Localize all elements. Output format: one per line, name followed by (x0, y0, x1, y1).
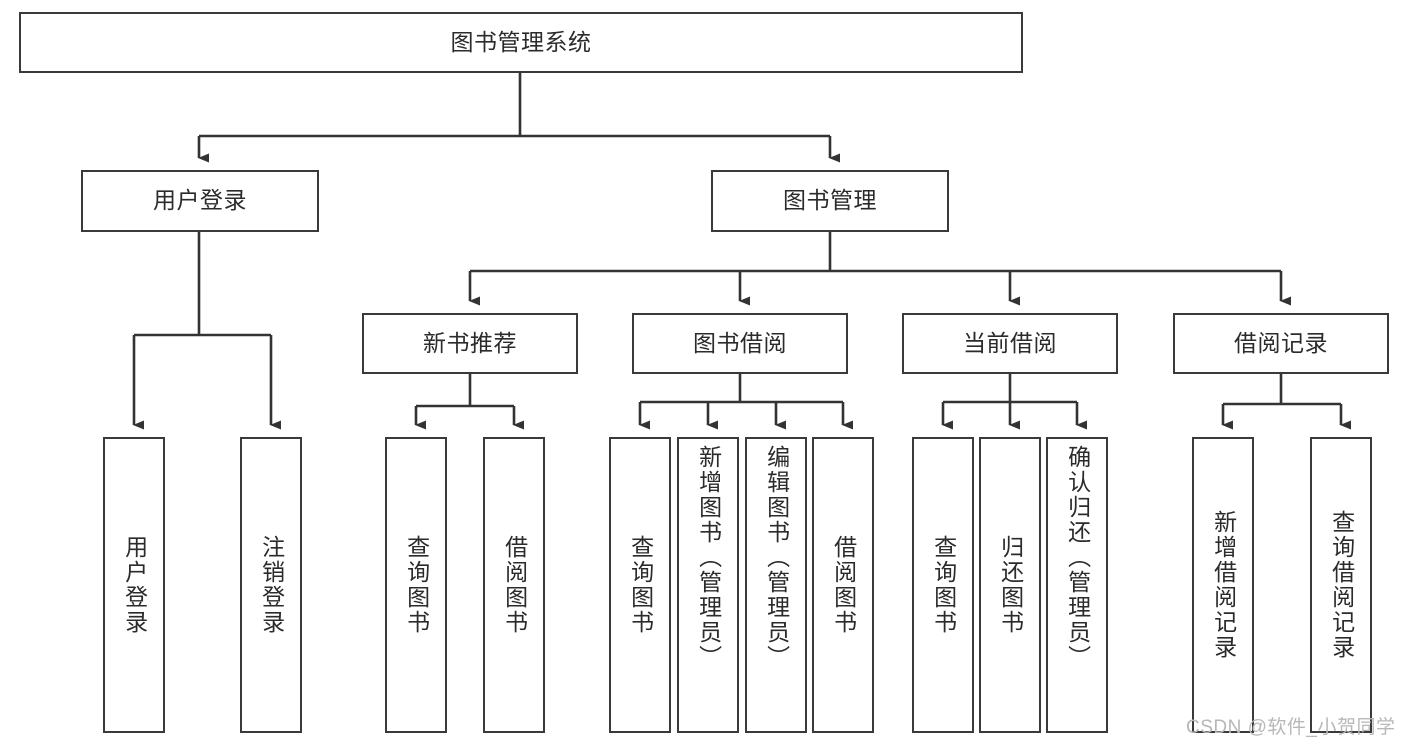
node-current-borrow-label: 当前借阅 (963, 329, 1057, 356)
leaf-logout-label: 注销登录 (258, 535, 285, 635)
leaf-user-login[interactable]: 用户登录 (103, 437, 165, 733)
node-borrow-record-label: 借阅记录 (1234, 329, 1328, 356)
leaf-query-record-label: 查询借阅记录 (1328, 510, 1355, 660)
leaf-logout[interactable]: 注销登录 (240, 437, 302, 733)
leaf-add-record-label: 新增借阅记录 (1210, 510, 1237, 660)
leaf-query-books-1[interactable]: 查询图书 (385, 437, 447, 733)
leaf-borrow-books-2-label: 借阅图书 (830, 535, 857, 635)
leaf-query-books-3[interactable]: 查询图书 (912, 437, 974, 733)
node-user-login-label: 用户登录 (153, 187, 247, 214)
leaf-query-books-2[interactable]: 查询图书 (609, 437, 671, 733)
node-root-label: 图书管理系统 (450, 28, 592, 55)
leaf-edit-book-label: 编辑图书（管理员） (763, 445, 790, 670)
node-book-borrow-label: 图书借阅 (693, 329, 787, 356)
node-current-borrow[interactable]: 当前借阅 (902, 313, 1118, 374)
leaf-edit-book[interactable]: 编辑图书（管理员） (745, 437, 807, 733)
node-new-book-recommend-label: 新书推荐 (423, 329, 517, 356)
leaf-query-books-2-label: 查询图书 (627, 535, 654, 635)
leaf-add-book[interactable]: 新增图书（管理员） (677, 437, 739, 733)
node-book-borrow[interactable]: 图书借阅 (632, 313, 848, 374)
leaf-borrow-books-2[interactable]: 借阅图书 (812, 437, 874, 733)
node-root[interactable]: 图书管理系统 (19, 12, 1023, 73)
leaf-borrow-books-1[interactable]: 借阅图书 (483, 437, 545, 733)
node-new-book-recommend[interactable]: 新书推荐 (362, 313, 578, 374)
node-user-login[interactable]: 用户登录 (81, 170, 319, 232)
leaf-add-record[interactable]: 新增借阅记录 (1192, 437, 1254, 733)
leaf-query-record[interactable]: 查询借阅记录 (1310, 437, 1372, 733)
leaf-borrow-books-1-label: 借阅图书 (501, 535, 528, 635)
node-borrow-record[interactable]: 借阅记录 (1173, 313, 1389, 374)
node-book-manage[interactable]: 图书管理 (711, 170, 949, 232)
leaf-confirm-return-label: 确认归还（管理员） (1064, 445, 1091, 670)
leaf-query-books-3-label: 查询图书 (930, 535, 957, 635)
leaf-confirm-return[interactable]: 确认归还（管理员） (1046, 437, 1108, 733)
leaf-query-books-1-label: 查询图书 (403, 535, 430, 635)
leaf-return-book[interactable]: 归还图书 (979, 437, 1041, 733)
watermark: CSDN @软件_小贺同学 (1186, 717, 1396, 738)
node-book-manage-label: 图书管理 (783, 187, 877, 214)
leaf-user-login-label: 用户登录 (121, 535, 148, 635)
leaf-return-book-label: 归还图书 (997, 535, 1024, 635)
leaf-add-book-label: 新增图书（管理员） (695, 445, 722, 670)
